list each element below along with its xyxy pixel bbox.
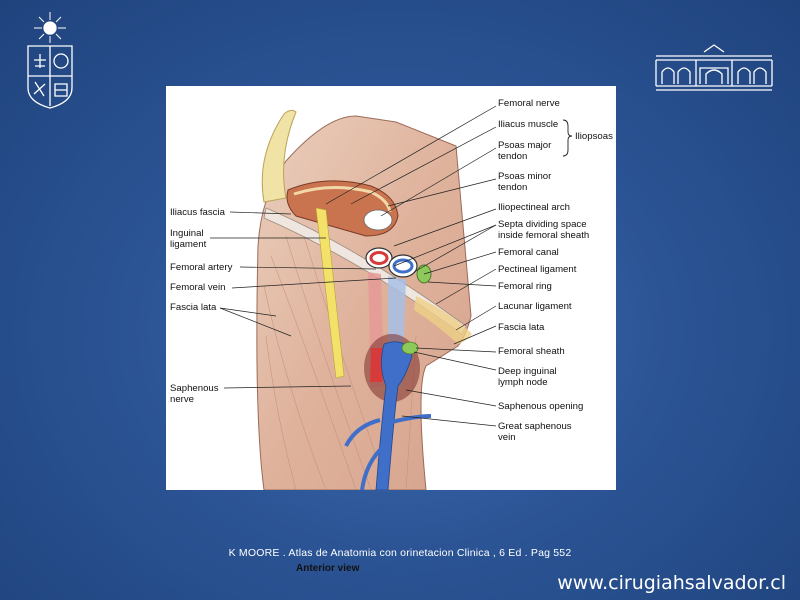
label-deep-inguinal-lymph-node: Deep inguinal lymph node [498, 366, 557, 388]
label-iliacus-fascia: Iliacus fascia [170, 207, 225, 218]
iliopsoas-bracket [562, 119, 573, 157]
label-fascia-lata-right: Fascia lata [498, 322, 545, 333]
label-great-saphenous-vein: Great saphenous vein [498, 421, 572, 443]
femoral-triangle-figure: Iliacus fascia Inguinal ligament Femoral… [166, 86, 616, 574]
label-fascia-lata-left: Fascia lata [170, 302, 217, 313]
label-psoas-major-tendon: Psoas major tendon [498, 140, 552, 162]
hospital-building-logo [654, 42, 774, 92]
label-iliopsoas-group: Iliopsoas [575, 131, 613, 142]
label-femoral-canal: Femoral canal [498, 247, 559, 258]
label-saphenous-nerve: Saphenous nerve [170, 383, 219, 405]
label-inguinal-ligament: Inguinal ligament [170, 228, 207, 250]
great-saphenous-vein-shape [375, 341, 413, 490]
label-lacunar-ligament: Lacunar ligament [498, 301, 572, 312]
label-femoral-sheath: Femoral sheath [498, 346, 565, 357]
label-septa: Septa dividing space inside femoral shea… [498, 219, 590, 241]
femoral-anatomy-illustration [210, 105, 573, 490]
label-psoas-minor-tendon: Psoas minor tendon [498, 171, 552, 193]
label-femoral-ring: Femoral ring [498, 281, 552, 292]
label-femoral-nerve: Femoral nerve [498, 98, 560, 109]
university-crest-logo [22, 10, 78, 110]
label-iliacus-muscle: Iliacus muscle [498, 119, 559, 130]
citation-text: K MOORE . Atlas de Anatomia con orinetac… [228, 547, 572, 559]
label-iliopectineal-arch: Iliopectineal arch [498, 202, 570, 213]
figure-caption: Anterior view [296, 563, 360, 574]
femoral-nerve-shape [315, 207, 345, 379]
iliac-crest-shape [261, 109, 297, 203]
psoas-major-tendon-shape [363, 209, 393, 231]
label-saphenous-opening: Saphenous opening [498, 401, 584, 412]
label-femoral-vein: Femoral vein [170, 282, 226, 293]
label-femoral-artery: Femoral artery [170, 262, 233, 273]
label-pectineal-ligament: Pectineal ligament [498, 264, 577, 275]
website-link[interactable]: www.cirugiahsalvador.cl [557, 572, 786, 594]
